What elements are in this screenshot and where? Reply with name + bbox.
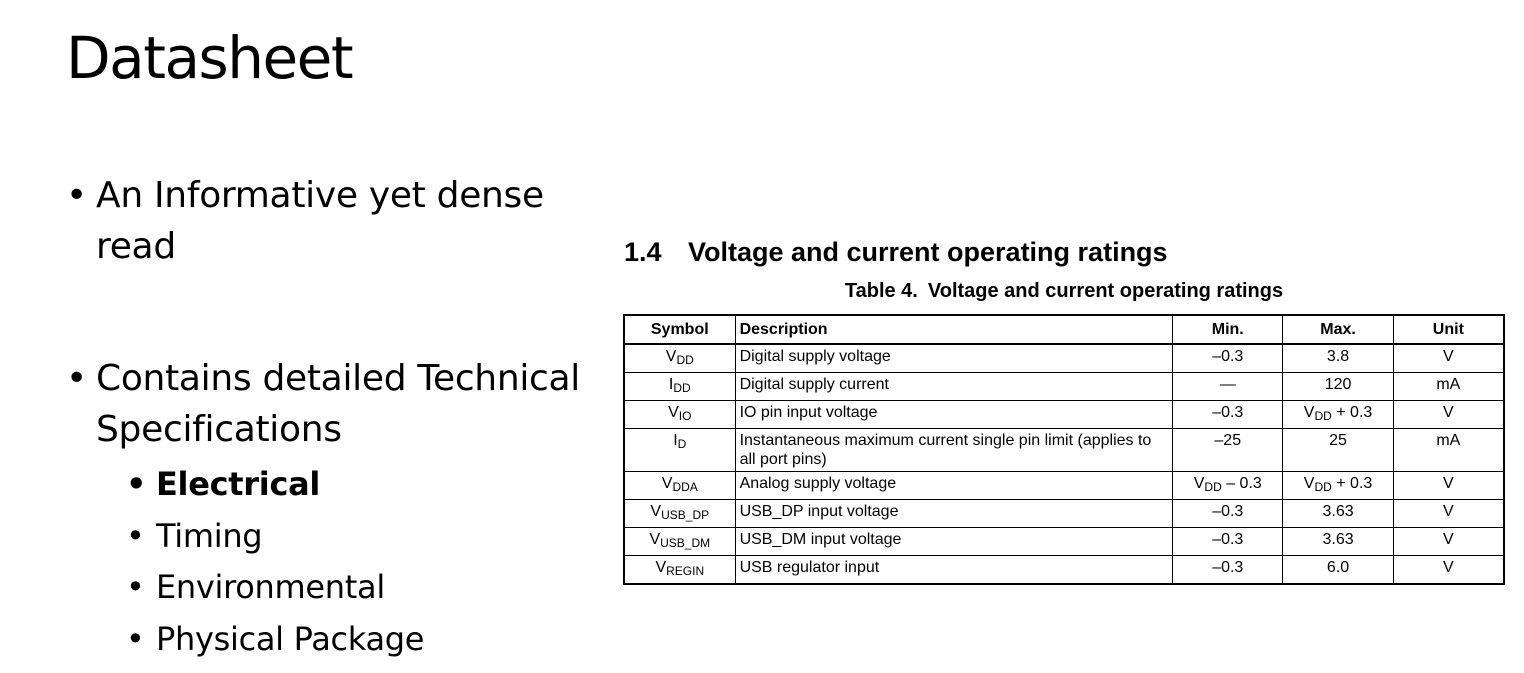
bullet-dot-icon: • (126, 517, 145, 555)
description-cell: Digital supply current (734, 372, 1174, 401)
max-cell: 6.0 (1282, 555, 1394, 585)
table-header-row: Symbol Description Min. Max. Unit (622, 314, 1505, 345)
table-row: VUSB_DP USB_DP input voltage –0.3 3.63 V (622, 499, 1505, 528)
symbol-cell: VUSB_DM (622, 527, 736, 556)
symbol-cell: VREGIN (622, 555, 736, 585)
description-cell: USB regulator input (734, 555, 1174, 585)
description-cell: Instantaneous maximum current single pin… (734, 428, 1174, 472)
description-cell: USB_DM input voltage (734, 527, 1174, 556)
min-cell: — (1172, 372, 1284, 401)
max-cell: 25 (1282, 428, 1394, 472)
section-title: Voltage and current operating ratings (688, 237, 1168, 267)
bullet-text: Contains detailed Technical Specificatio… (96, 358, 580, 450)
column-header-description: Description (734, 314, 1174, 345)
sub-bullet-physical-package: • Physical Package (126, 617, 425, 661)
column-header-min: Min. (1172, 314, 1284, 345)
table-caption: Table 4. Voltage and current operating ra… (623, 278, 1505, 304)
bullet-dot-icon: • (66, 358, 87, 399)
bullet-dot-icon: • (126, 568, 145, 606)
min-cell: –25 (1172, 428, 1284, 472)
description-cell: USB_DP input voltage (734, 499, 1174, 528)
slide-title: Datasheet (66, 24, 354, 92)
symbol-cell: ID (622, 428, 736, 472)
max-cell: 120 (1282, 372, 1394, 401)
unit-cell: V (1392, 555, 1505, 585)
description-cell: Analog supply voltage (734, 471, 1174, 500)
table-row: VDDA Analog supply voltage VDD – 0.3 VDD… (622, 471, 1505, 500)
symbol-cell: VIO (622, 400, 736, 429)
column-header-symbol: Symbol (622, 314, 736, 345)
unit-cell: V (1392, 343, 1505, 373)
unit-cell: mA (1392, 428, 1505, 472)
min-cell: –0.3 (1172, 400, 1284, 429)
section-number: 1.4 (624, 237, 662, 267)
column-header-unit: Unit (1392, 314, 1505, 345)
bullet-item: • Contains detailed Technical Specificat… (66, 353, 596, 455)
symbol-cell: IDD (622, 372, 736, 401)
max-cell: 3.8 (1282, 343, 1394, 373)
symbol-cell: VDDA (622, 471, 736, 500)
table-row: VUSB_DM USB_DM input voltage –0.3 3.63 V (622, 527, 1505, 556)
table-row: VREGIN USB regulator input –0.3 6.0 V (622, 555, 1505, 585)
sub-bullet-environmental: • Environmental (126, 565, 385, 609)
column-header-max: Max. (1282, 314, 1394, 345)
bullet-dot-icon: • (126, 620, 145, 658)
unit-cell: mA (1392, 372, 1505, 401)
table-row: VIO IO pin input voltage –0.3 VDD + 0.3 … (622, 400, 1505, 429)
max-cell: VDD + 0.3 (1282, 400, 1394, 429)
bullet-dot-icon: • (126, 465, 147, 503)
bullet-dot-icon: • (66, 175, 87, 216)
min-cell: –0.3 (1172, 555, 1284, 585)
table-row: ID Instantaneous maximum current single … (622, 428, 1505, 472)
bullet-list: • An Informative yet dense read • Contai… (0, 0, 600, 673)
datasheet-section-heading: 1.4 Voltage and current operating ratings (624, 234, 1168, 270)
sub-bullet-text: Physical Package (156, 620, 425, 658)
ratings-table: Symbol Description Min. Max. Unit VDD Di… (622, 314, 1505, 585)
table-caption-label: Table 4. (844, 280, 918, 302)
symbol-cell: VDD (622, 343, 736, 373)
sub-bullet-text: Environmental (156, 568, 385, 606)
description-cell: Digital supply voltage (734, 343, 1174, 373)
sub-bullet-timing: • Timing (126, 514, 263, 558)
unit-cell: V (1392, 471, 1505, 500)
table-row: VDD Digital supply voltage –0.3 3.8 V (622, 343, 1505, 373)
min-cell: –0.3 (1172, 343, 1284, 373)
min-cell: VDD – 0.3 (1172, 471, 1284, 500)
sub-bullet-text: Electrical (156, 465, 321, 503)
description-cell: IO pin input voltage (734, 400, 1174, 429)
table-caption-title: Voltage and current operating ratings (927, 280, 1284, 302)
min-cell: –0.3 (1172, 527, 1284, 556)
max-cell: VDD + 0.3 (1282, 471, 1394, 500)
bullet-item: • An Informative yet dense read (66, 170, 596, 272)
max-cell: 3.63 (1282, 499, 1394, 528)
unit-cell: V (1392, 400, 1505, 429)
sub-bullet-text: Timing (156, 517, 263, 555)
unit-cell: V (1392, 527, 1505, 556)
sub-bullet-electrical: • Electrical (126, 462, 321, 506)
min-cell: –0.3 (1172, 499, 1284, 528)
unit-cell: V (1392, 499, 1505, 528)
bullet-text: An Informative yet dense read (96, 175, 544, 267)
symbol-cell: VUSB_DP (622, 499, 736, 528)
table-row: IDD Digital supply current — 120 mA (622, 372, 1505, 401)
max-cell: 3.63 (1282, 527, 1394, 556)
